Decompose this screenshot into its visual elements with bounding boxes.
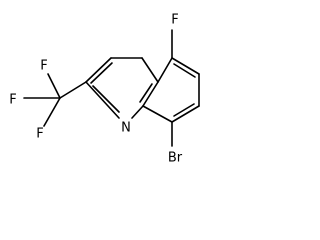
bond-n1-c2-inner	[92, 85, 120, 113]
bond-c4-c4a	[141, 57, 159, 83]
bond-c7-c8-inner	[173, 103, 195, 117]
bond-c2-c3-inner	[90, 62, 113, 84]
bond-layer	[23, 29, 200, 147]
structure-diagram: F N Br F F F	[9, 13, 200, 166]
bond-cf3-f-bottom	[43, 97, 61, 127]
bond-c4a-c8a	[142, 81, 159, 107]
atom-bromo: Br	[168, 151, 183, 166]
atom-nitrogen: N	[121, 121, 131, 136]
bond-c8a-n1	[131, 105, 144, 119]
atom-cf3-f-top: F	[40, 59, 47, 74]
bond-cf3-f-top	[47, 73, 61, 99]
atom-cf3-f-left: F	[9, 93, 16, 108]
atom-cf3-f-bottom: F	[36, 127, 43, 142]
bond-c2-cf3	[59, 81, 87, 99]
bond-c5-c6-inner	[173, 63, 196, 78]
atom-label-layer: F N Br F F F	[9, 13, 183, 166]
bond-n1-c2	[85, 81, 120, 119]
bond-c8-c8a	[142, 105, 173, 123]
bond-c4a-c5	[157, 57, 173, 83]
bond-c7-c8	[171, 105, 200, 123]
atom-fluoro-top: F	[171, 13, 178, 28]
bond-c5-c6	[171, 57, 200, 75]
bond-c8a-c4a-inner	[139, 83, 153, 103]
bond-c2-c3	[85, 57, 112, 83]
